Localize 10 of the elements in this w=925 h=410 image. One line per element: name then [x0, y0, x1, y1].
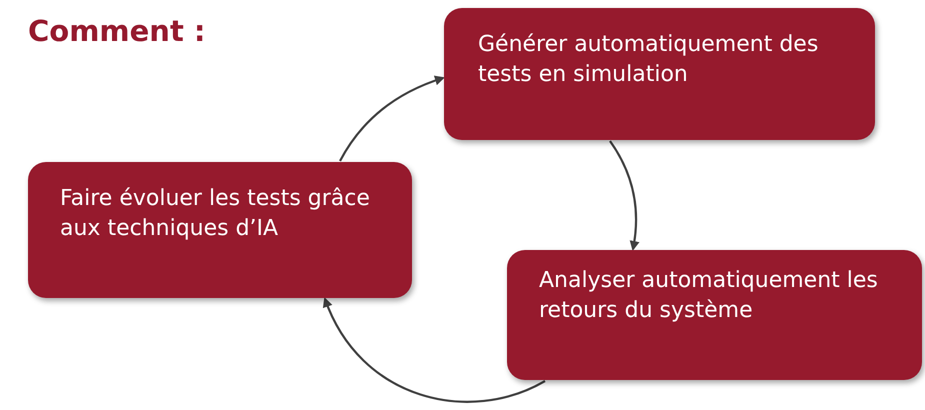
box-text: Générer automatiquement des tests en simulation — [478, 31, 820, 89]
curved-arrow — [609, 140, 640, 251]
curved-arrow — [324, 297, 546, 403]
process-box — [444, 8, 875, 140]
process-box — [28, 162, 412, 298]
box-text: Faire évoluer les tests grâce aux techniques d’IA — [60, 185, 371, 243]
title: Comment : — [28, 14, 206, 48]
process-box — [507, 250, 922, 380]
curved-arrow — [339, 76, 445, 162]
box-text: Analyser automatiquement les retours du système — [539, 267, 879, 325]
